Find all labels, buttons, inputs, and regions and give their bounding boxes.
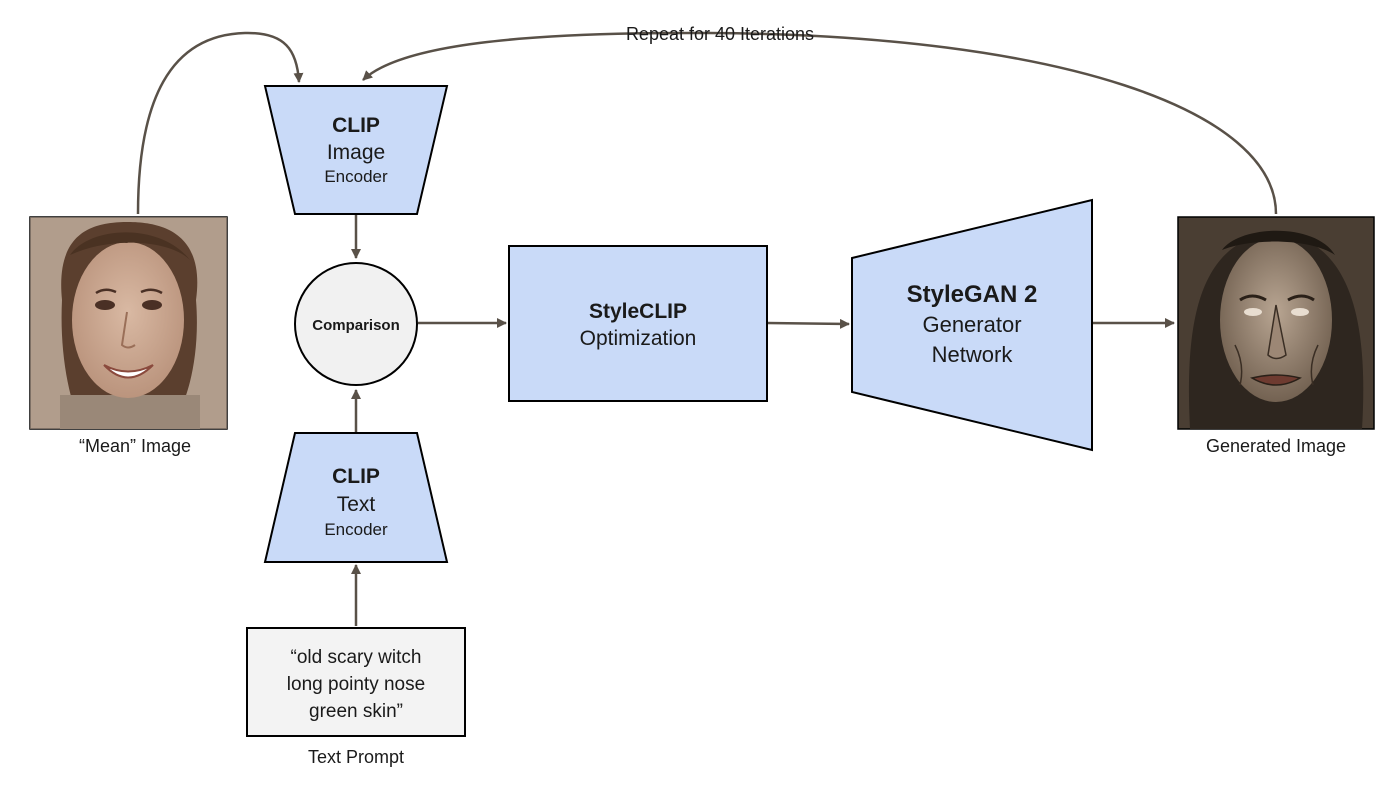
styleclip-title: StyleCLIP xyxy=(589,300,687,323)
mean-image-caption: “Mean” Image xyxy=(79,436,191,456)
generated-image-caption: Generated Image xyxy=(1206,436,1346,456)
stylegan-line1: Generator xyxy=(922,312,1021,337)
arrow-mean-to-image-encoder xyxy=(136,31,304,215)
clip-text-encoder: CLIP Text Encoder xyxy=(263,432,449,563)
clip-text-encoder-title: CLIP xyxy=(332,465,380,488)
mean-image xyxy=(29,216,228,430)
comparison-node: Comparison xyxy=(294,262,418,386)
arrow-styleclip-to-stylegan xyxy=(766,318,850,329)
clip-image-encoder-line1: Image xyxy=(327,141,385,164)
stylegan-title: StyleGAN 2 xyxy=(907,281,1038,308)
loop-label: Repeat for 40 Iterations xyxy=(626,24,814,44)
text-prompt-box: “old scary witch long pointy nose green … xyxy=(246,627,466,737)
generated-image xyxy=(1177,216,1375,430)
styleclip-optimization-block: StyleCLIP Optimization xyxy=(508,245,768,402)
arrows xyxy=(136,31,1278,626)
stylegan-line2: Network xyxy=(932,342,1014,367)
clip-image-encoder-title: CLIP xyxy=(332,114,380,137)
text-prompt-caption: Text Prompt xyxy=(308,747,404,767)
arrow-loop-generated-to-image-encoder xyxy=(362,31,1278,215)
text-prompt-line-1: “old scary witch xyxy=(291,647,422,668)
stylegan-generator-block: StyleGAN 2 Generator Network xyxy=(851,198,1093,452)
text-prompt-line-2: long pointy nose xyxy=(287,674,425,695)
clip-image-encoder: CLIP Image Encoder xyxy=(263,85,449,215)
styleclip-subtitle: Optimization xyxy=(580,327,697,350)
comparison-label: Comparison xyxy=(312,317,400,334)
clip-text-encoder-line1: Text xyxy=(337,493,376,516)
text-prompt-line-3: green skin” xyxy=(309,701,403,722)
clip-text-encoder-line2: Encoder xyxy=(324,520,388,539)
clip-image-encoder-line2: Encoder xyxy=(324,167,388,186)
